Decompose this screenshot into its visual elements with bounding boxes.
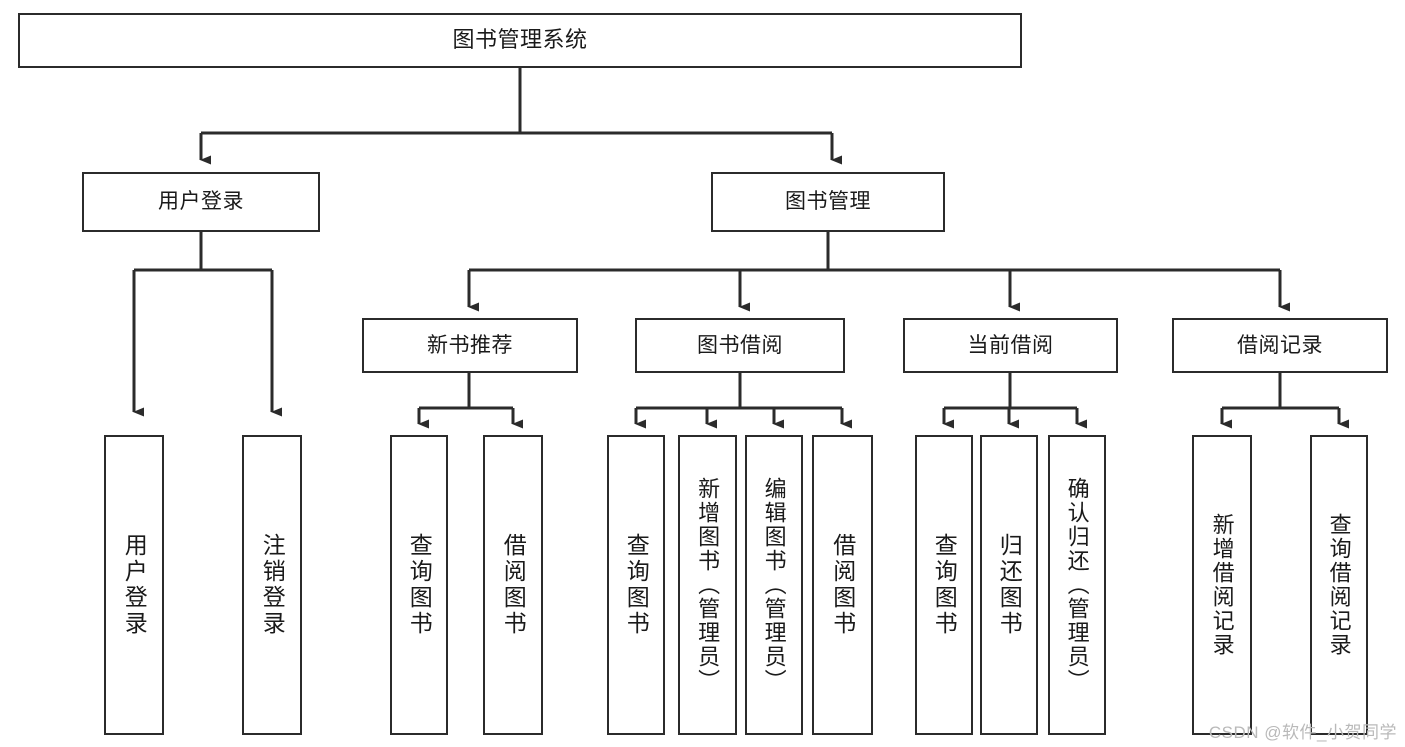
- leaf-logout-label: 注销登录: [259, 533, 286, 637]
- node-new-book-recommend-label: 新书推荐: [427, 333, 513, 357]
- node-user-login-label: 用户登录: [158, 190, 244, 214]
- leaf-borrow-book-2-label: 借阅图书: [829, 533, 856, 637]
- leaf-query-book-2[interactable]: 查询图书: [607, 435, 665, 735]
- leaf-query-book-3-label: 查询图书: [931, 533, 958, 637]
- node-borrow-record[interactable]: 借阅记录: [1172, 318, 1388, 373]
- node-current-borrow[interactable]: 当前借阅: [903, 318, 1118, 373]
- leaf-user-login[interactable]: 用户登录: [104, 435, 164, 735]
- node-book-manage[interactable]: 图书管理: [711, 172, 945, 232]
- node-current-borrow-label: 当前借阅: [967, 333, 1054, 357]
- leaf-add-record-label: 新增借阅记录: [1209, 513, 1235, 657]
- node-root-label: 图书管理系统: [452, 27, 588, 53]
- node-user-login[interactable]: 用户登录: [82, 172, 320, 232]
- node-book-borrow[interactable]: 图书借阅: [635, 318, 845, 373]
- node-book-borrow-label: 图书借阅: [697, 333, 783, 357]
- leaf-confirm-return-label: 确认归还（管理员）: [1064, 477, 1090, 693]
- node-new-book-recommend[interactable]: 新书推荐: [362, 318, 578, 373]
- leaf-add-record[interactable]: 新增借阅记录: [1192, 435, 1252, 735]
- leaf-add-book[interactable]: 新增图书（管理员）: [678, 435, 737, 735]
- leaf-borrow-book-1-label: 借阅图书: [500, 533, 527, 637]
- leaf-add-book-label: 新增图书（管理员）: [695, 477, 721, 693]
- leaf-borrow-book-1[interactable]: 借阅图书: [483, 435, 543, 735]
- leaf-query-record[interactable]: 查询借阅记录: [1310, 435, 1368, 735]
- leaf-edit-book[interactable]: 编辑图书（管理员）: [745, 435, 803, 735]
- leaf-query-book-2-label: 查询图书: [623, 533, 650, 637]
- leaf-borrow-book-2[interactable]: 借阅图书: [812, 435, 873, 735]
- leaf-return-book-label: 归还图书: [996, 533, 1023, 637]
- leaf-query-book-1-label: 查询图书: [406, 533, 433, 637]
- leaf-query-book-3[interactable]: 查询图书: [915, 435, 973, 735]
- leaf-return-book[interactable]: 归还图书: [980, 435, 1038, 735]
- leaf-query-record-label: 查询借阅记录: [1326, 513, 1352, 657]
- node-root[interactable]: 图书管理系统: [18, 13, 1022, 68]
- leaf-logout[interactable]: 注销登录: [242, 435, 302, 735]
- node-borrow-record-label: 借阅记录: [1237, 333, 1323, 357]
- watermark: CSDN @软件_小贺同学: [1208, 723, 1397, 742]
- node-book-manage-label: 图书管理: [785, 190, 871, 214]
- leaf-confirm-return[interactable]: 确认归还（管理员）: [1048, 435, 1106, 735]
- leaf-edit-book-label: 编辑图书（管理员）: [761, 477, 787, 693]
- leaf-user-login-label: 用户登录: [121, 533, 148, 637]
- leaf-query-book-1[interactable]: 查询图书: [390, 435, 448, 735]
